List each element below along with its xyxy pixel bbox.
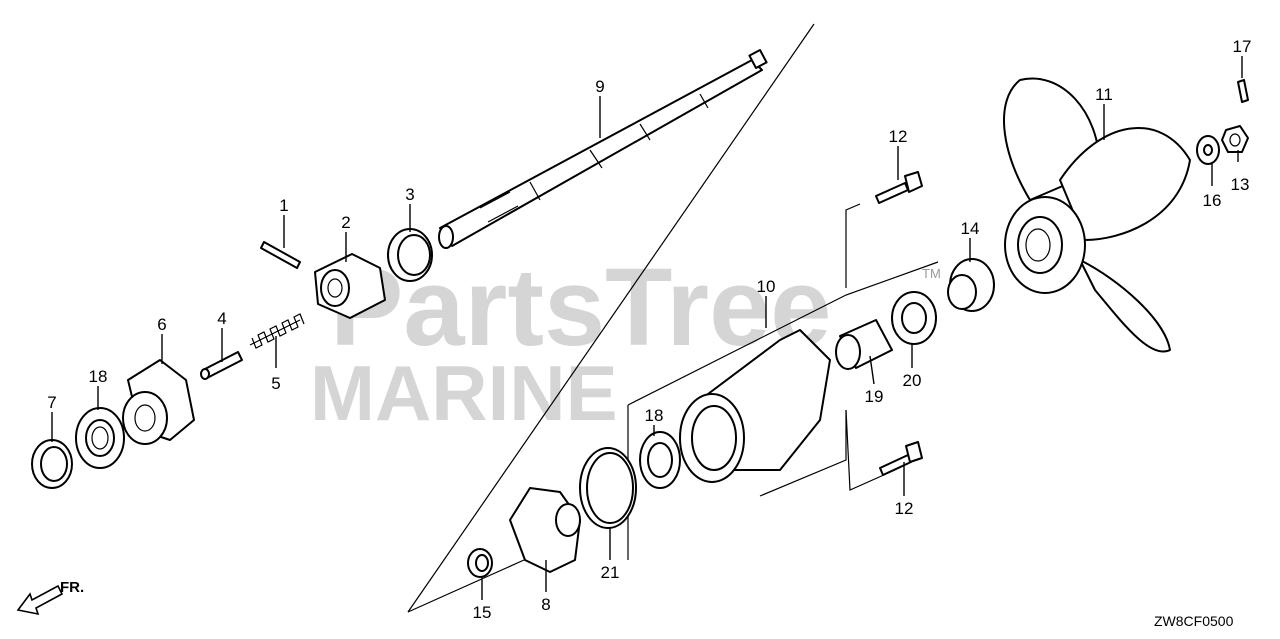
front-arrow-icon (16, 584, 64, 616)
diagram-code: ZW8CF0500 (1154, 613, 1234, 629)
callout-21: 21 (601, 563, 620, 582)
castle-nut (1221, 125, 1249, 153)
callout-2: 2 (341, 213, 350, 232)
needle-bearing (835, 319, 893, 370)
callout-20: 20 (903, 371, 922, 390)
front-label: FR. (60, 579, 84, 596)
callout-7: 7 (47, 393, 56, 412)
callout-labels: 1 2 3 4 5 6 7 8 9 10 11 12 12 13 14 15 1… (47, 37, 1251, 622)
front-direction-indicator: FR. (16, 579, 84, 616)
clutch (314, 253, 386, 319)
bearing-holder (679, 329, 831, 483)
callout-15: 15 (473, 603, 492, 622)
thrust-washer (467, 548, 493, 578)
washer (31, 439, 73, 489)
trademark-symbol: TM (922, 266, 941, 281)
o-ring (579, 447, 637, 529)
callout-19: 19 (865, 387, 884, 406)
propeller-shaft (438, 49, 768, 249)
callout-14: 14 (961, 219, 980, 238)
callout-9: 9 (595, 77, 604, 96)
callout-13: 13 (1231, 175, 1250, 194)
housing-bracket-2 (627, 261, 939, 406)
callout-6: 6 (157, 315, 166, 334)
callout-5: 5 (271, 374, 280, 393)
reverse-gear (509, 487, 581, 573)
cotter-pin (1237, 79, 1249, 103)
propeller-washer (1196, 135, 1220, 165)
bearing-left (75, 407, 125, 469)
watermark-marine: MARINE (310, 349, 618, 437)
assembly-frame-bottom (407, 559, 525, 613)
callout-18-left: 18 (89, 367, 108, 386)
shift-pin (200, 351, 243, 380)
callout-1: 1 (279, 196, 288, 215)
spring (249, 313, 305, 349)
callout-16: 16 (1203, 191, 1222, 210)
callout-10: 10 (757, 277, 776, 296)
callout-12-upper: 12 (889, 127, 908, 146)
callout-17: 17 (1233, 37, 1252, 56)
watermark: PartsTree MARINE TM (310, 246, 941, 437)
callout-18-right: 18 (645, 406, 664, 425)
bolt-upper (875, 171, 923, 204)
callout-12-lower: 12 (895, 499, 914, 518)
bearing-right (639, 431, 681, 489)
snap-ring (387, 228, 433, 282)
callout-11: 11 (1095, 85, 1113, 104)
assembly-frame (407, 23, 815, 613)
oil-seal (891, 291, 937, 345)
callout-4: 4 (217, 309, 226, 328)
bolt-bracket-2 (845, 409, 887, 491)
bolt-bracket (845, 203, 861, 288)
housing-bracket-3 (759, 410, 847, 497)
callout-8: 8 (541, 595, 550, 614)
callout-3: 3 (405, 185, 414, 204)
pin (260, 241, 301, 269)
bolt-lower (879, 441, 923, 476)
leader-lines (51, 56, 1243, 600)
forward-gear (122, 359, 195, 445)
propeller (1003, 77, 1191, 353)
thrust-collar (947, 258, 995, 312)
